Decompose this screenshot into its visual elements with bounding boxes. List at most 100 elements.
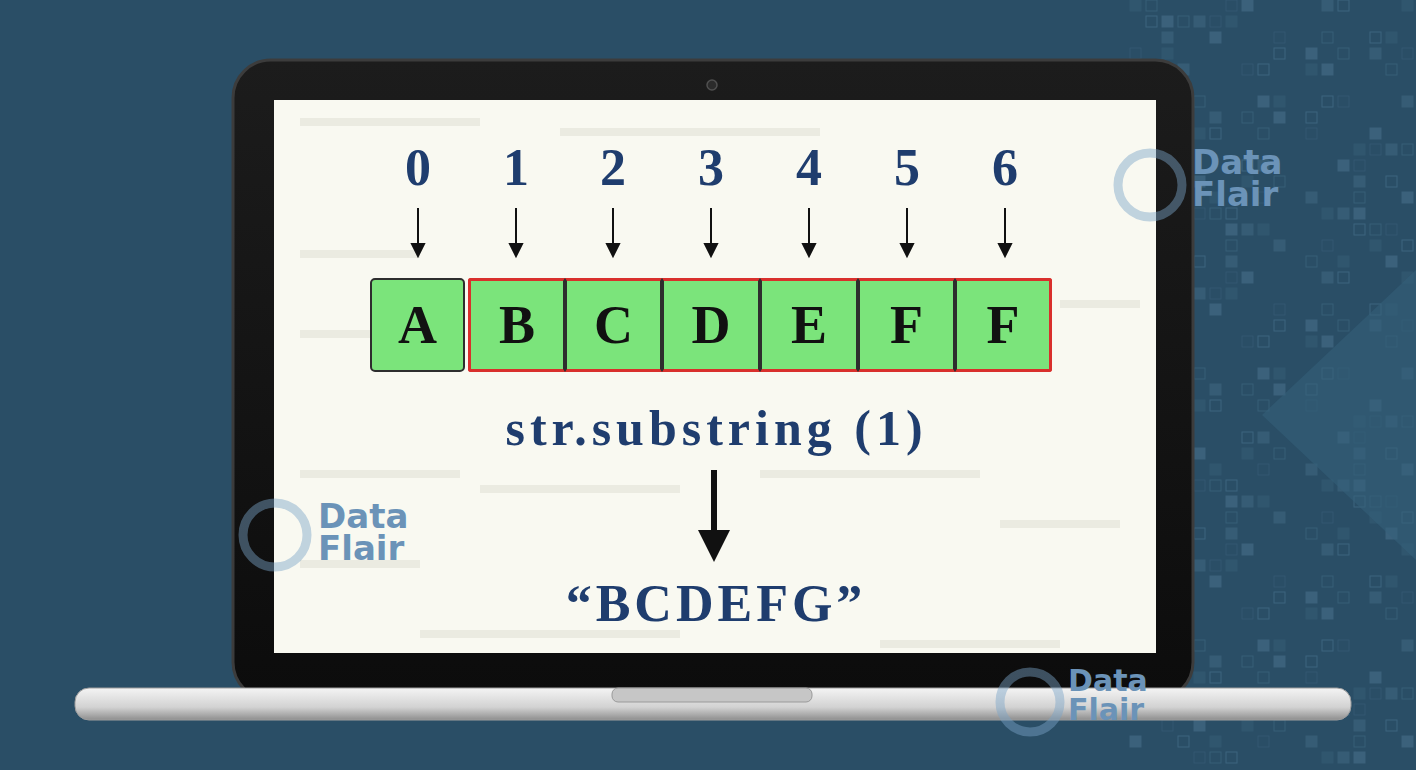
grid-square bbox=[1194, 640, 1205, 651]
grid-square bbox=[1210, 752, 1221, 763]
grid-square bbox=[1354, 160, 1365, 171]
grid-square bbox=[1354, 208, 1365, 219]
laptop-base bbox=[75, 688, 1351, 720]
grid-square bbox=[1274, 640, 1285, 651]
grid-square bbox=[1242, 432, 1253, 443]
grid-square bbox=[1210, 384, 1221, 395]
grid-square bbox=[1194, 560, 1205, 571]
grid-square bbox=[1354, 736, 1365, 747]
grid-square bbox=[1274, 720, 1285, 731]
grid-square bbox=[1386, 32, 1397, 43]
grid-square bbox=[1306, 464, 1317, 475]
screen-faint-lines bbox=[300, 118, 1140, 648]
grid-square bbox=[1242, 608, 1253, 619]
grid-square bbox=[1306, 592, 1317, 603]
grid-square bbox=[1322, 64, 1333, 75]
grid-square bbox=[1338, 320, 1349, 331]
grid-square bbox=[1242, 336, 1253, 347]
grid-square bbox=[1242, 656, 1253, 667]
grid-square bbox=[1162, 32, 1173, 43]
grid-square bbox=[1194, 400, 1205, 411]
grid-square bbox=[1210, 560, 1221, 571]
grid-square bbox=[1322, 752, 1333, 763]
grid-square bbox=[1210, 304, 1221, 315]
grid-square bbox=[1386, 688, 1397, 699]
grid-square bbox=[1322, 608, 1333, 619]
grid-square bbox=[1242, 0, 1253, 11]
grid-square bbox=[1322, 544, 1333, 555]
array-cell: D bbox=[662, 278, 760, 372]
grid-square bbox=[1370, 144, 1381, 155]
grid-square bbox=[1306, 128, 1317, 139]
grid-square bbox=[1226, 528, 1237, 539]
index-number: 1 bbox=[503, 142, 529, 194]
grid-square bbox=[1274, 368, 1285, 379]
grid-square bbox=[1402, 144, 1413, 155]
grid-square bbox=[1338, 544, 1349, 555]
grid-square bbox=[1242, 64, 1253, 75]
grid-square bbox=[1226, 752, 1237, 763]
grid-square bbox=[1322, 208, 1333, 219]
index-number: 3 bbox=[698, 142, 724, 194]
grid-square bbox=[1402, 192, 1413, 203]
grid-square bbox=[1226, 256, 1237, 267]
grid-square bbox=[1370, 592, 1381, 603]
grid-square bbox=[1306, 112, 1317, 123]
grid-square bbox=[1210, 288, 1221, 299]
laptop-bezel bbox=[233, 60, 1193, 700]
grid-square bbox=[1258, 464, 1269, 475]
grid-square bbox=[1194, 128, 1205, 139]
grid-square bbox=[1338, 640, 1349, 651]
grid-square bbox=[1130, 736, 1141, 747]
grid-square bbox=[1338, 752, 1349, 763]
grid-square bbox=[1322, 0, 1333, 11]
grid-square bbox=[1130, 48, 1141, 59]
grid-square bbox=[1226, 544, 1237, 555]
grid-square bbox=[1386, 720, 1397, 731]
background-chevron bbox=[1262, 270, 1416, 560]
cell-letter: F bbox=[987, 298, 1020, 352]
grid-square bbox=[1226, 272, 1237, 283]
grid-square bbox=[1210, 464, 1221, 475]
grid-square bbox=[1306, 672, 1317, 683]
laptop-notch bbox=[612, 688, 812, 702]
grid-square bbox=[1354, 704, 1365, 715]
grid-square bbox=[1178, 736, 1189, 747]
grid-square bbox=[1242, 496, 1253, 507]
grid-square bbox=[1226, 496, 1237, 507]
grid-square bbox=[1210, 736, 1221, 747]
grid-square bbox=[1226, 224, 1237, 235]
grid-square bbox=[1338, 160, 1349, 171]
grid-square bbox=[1210, 480, 1221, 491]
grid-square bbox=[1370, 32, 1381, 43]
index-pointer-arrows bbox=[412, 208, 1011, 256]
grid-square bbox=[1194, 672, 1205, 683]
grid-square bbox=[1194, 288, 1205, 299]
grid-square bbox=[1258, 368, 1269, 379]
grid-square bbox=[1402, 736, 1413, 747]
grid-square bbox=[1354, 176, 1365, 187]
grid-square bbox=[1322, 272, 1333, 283]
method-call: str.substring (1) bbox=[505, 403, 927, 453]
grid-square bbox=[1242, 448, 1253, 459]
grid-square bbox=[1306, 336, 1317, 347]
grid-square bbox=[1306, 320, 1317, 331]
grid-square bbox=[1370, 48, 1381, 59]
cell-letter: E bbox=[791, 298, 827, 352]
array-cell: C bbox=[565, 278, 662, 372]
index-number: 0 bbox=[405, 142, 431, 194]
grid-square bbox=[1258, 96, 1269, 107]
grid-square bbox=[1226, 512, 1237, 523]
grid-square bbox=[1370, 224, 1381, 235]
grid-square bbox=[1274, 32, 1285, 43]
grid-square bbox=[1194, 368, 1205, 379]
array-cell: F bbox=[858, 278, 955, 372]
grid-square bbox=[1306, 64, 1317, 75]
grid-square bbox=[1274, 656, 1285, 667]
grid-square bbox=[1386, 224, 1397, 235]
grid-square bbox=[1274, 112, 1285, 123]
grid-square bbox=[1274, 320, 1285, 331]
grid-square bbox=[1242, 720, 1253, 731]
grid-square bbox=[1370, 240, 1381, 251]
array-cell: F bbox=[955, 278, 1052, 372]
